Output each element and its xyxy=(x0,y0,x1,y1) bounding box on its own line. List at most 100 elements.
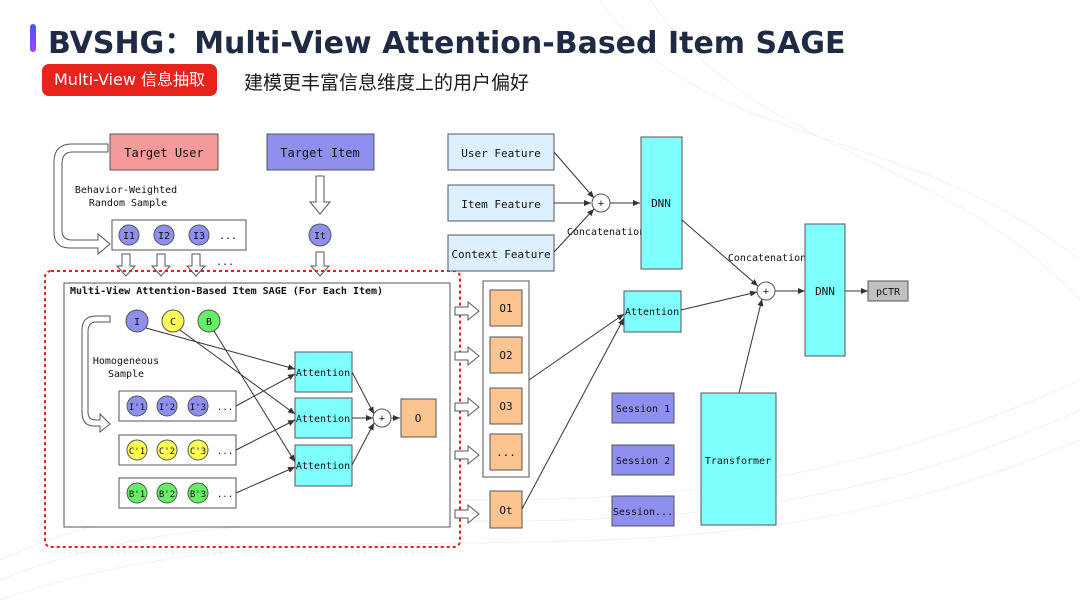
view-label-c: C xyxy=(170,317,176,328)
dnn-label-2: DNN xyxy=(815,285,835,298)
seq-node-i1 xyxy=(118,224,140,246)
row-c-label-3: C'3 xyxy=(190,447,206,457)
attention-label-3: Attention xyxy=(296,461,350,472)
session-1-label: Session 1 xyxy=(616,404,670,415)
item-it-node xyxy=(308,223,332,247)
transformer-label: Transformer xyxy=(705,456,771,467)
feature-plus-label: + xyxy=(598,198,604,210)
output-ot-box xyxy=(489,490,523,529)
output-o2-label: O2 xyxy=(499,349,512,362)
row-c-ellipsis: ... xyxy=(217,447,233,457)
context-feature-label: Context Feature xyxy=(451,248,550,261)
seq-node-i3 xyxy=(188,224,210,246)
row-c-label-1: C'1 xyxy=(129,447,145,457)
row-c-label-2: C'2 xyxy=(159,447,175,457)
row-b-node-1 xyxy=(126,482,148,504)
target-user-box xyxy=(109,133,219,171)
item-it-label: It xyxy=(314,231,326,242)
view-node-i xyxy=(125,309,149,333)
user-feature-label: User Feature xyxy=(461,147,540,160)
transformer-box xyxy=(700,392,777,526)
row-c-node-2 xyxy=(156,439,178,461)
behavior-label-1: Behavior-Weighted xyxy=(75,185,177,196)
output-dots-box xyxy=(489,433,523,471)
output-o1-box xyxy=(489,289,523,327)
feature-plus-node xyxy=(591,193,611,213)
output-o2-box xyxy=(489,336,523,374)
title-accent-bar xyxy=(30,24,36,52)
item-feature-label: Item Feature xyxy=(461,198,540,211)
row-b-node-3 xyxy=(187,482,209,504)
pctr-box xyxy=(867,280,909,302)
sage-plus-label: + xyxy=(379,413,385,425)
seq-node-i2 xyxy=(153,224,175,246)
attention-label-1: Attention xyxy=(296,368,350,379)
user-feature-box xyxy=(447,133,555,171)
row-i-label-1: I'1 xyxy=(129,403,145,413)
sage-connections xyxy=(145,327,400,494)
target-item-box xyxy=(266,133,375,171)
pctr-label: pCTR xyxy=(876,287,901,298)
row-b-label-2: B'2 xyxy=(159,490,175,500)
right-connections xyxy=(521,219,868,510)
row-i-ellipsis: ... xyxy=(217,403,233,413)
session-2-box xyxy=(611,444,675,476)
concat-label-1: Concatenation xyxy=(567,227,645,238)
behavior-curve-arrow xyxy=(53,143,111,256)
output-ot-label: Ot xyxy=(499,504,512,517)
context-feature-box xyxy=(447,234,555,272)
feature-connections xyxy=(553,151,640,253)
seq-label-i1: I1 xyxy=(123,231,135,242)
view-label-i: I xyxy=(134,317,140,328)
concat-label-2: Concatenation xyxy=(728,253,806,264)
sage-output-box xyxy=(400,398,437,438)
attention-box-2 xyxy=(294,397,353,439)
homogeneous-label-1: Homogeneous xyxy=(93,356,159,367)
session-2-label: Session 2 xyxy=(616,456,670,467)
row-b-ellipsis: ... xyxy=(217,490,233,500)
target-item-label: Target Item xyxy=(280,146,359,160)
dnn-box-2 xyxy=(804,223,846,357)
row-c-node-3 xyxy=(187,439,209,461)
output-o3-box xyxy=(489,387,523,425)
homogeneous-label-2: Sample xyxy=(108,369,144,380)
view-node-c xyxy=(161,309,185,333)
row-i-label-3: I'3 xyxy=(190,403,206,413)
row-i-label-2: I'2 xyxy=(159,403,175,413)
seq-dots-below: ... xyxy=(216,257,234,268)
session-n-box xyxy=(611,495,675,527)
dnn-label-1: DNN xyxy=(651,197,671,210)
view-node-b xyxy=(197,309,221,333)
output-dots-label: ... xyxy=(496,446,516,459)
row-b-node-2 xyxy=(156,482,178,504)
row-c-node-1 xyxy=(126,439,148,461)
sage-plus-node xyxy=(372,408,392,428)
output-right-arrows xyxy=(454,300,480,525)
attention-box-right xyxy=(623,290,682,333)
session-1-box xyxy=(611,392,675,424)
row-i-node-3 xyxy=(187,395,209,417)
dnn-box-1 xyxy=(640,136,683,270)
page-title: BVSHG：Multi-View Attention-Based Item SA… xyxy=(48,26,846,61)
final-plus-label: + xyxy=(763,286,769,298)
sage-output-label: O xyxy=(415,412,422,425)
row-i-node-2 xyxy=(156,395,178,417)
session-n-label: Session... xyxy=(613,507,673,518)
seq-label-i2: I2 xyxy=(158,231,170,242)
final-plus-node xyxy=(756,281,776,301)
view-label-b: B xyxy=(206,317,212,328)
behavior-label-2: Random Sample xyxy=(89,198,167,209)
section-pill: Multi-View 信息抽取 xyxy=(42,64,218,96)
attention-label-2: Attention xyxy=(296,414,350,425)
target-item-down-arrow xyxy=(308,175,332,215)
output-o3-label: O3 xyxy=(499,400,512,413)
row-b-label-1: B'1 xyxy=(129,490,145,500)
row-i-node-1 xyxy=(126,395,148,417)
attention-box-3 xyxy=(294,444,353,487)
output-o1-label: O1 xyxy=(499,302,512,315)
row-b-label-3: B'3 xyxy=(190,490,206,500)
seq-ellipsis: ... xyxy=(219,231,237,242)
seq-label-i3: I3 xyxy=(193,231,205,242)
